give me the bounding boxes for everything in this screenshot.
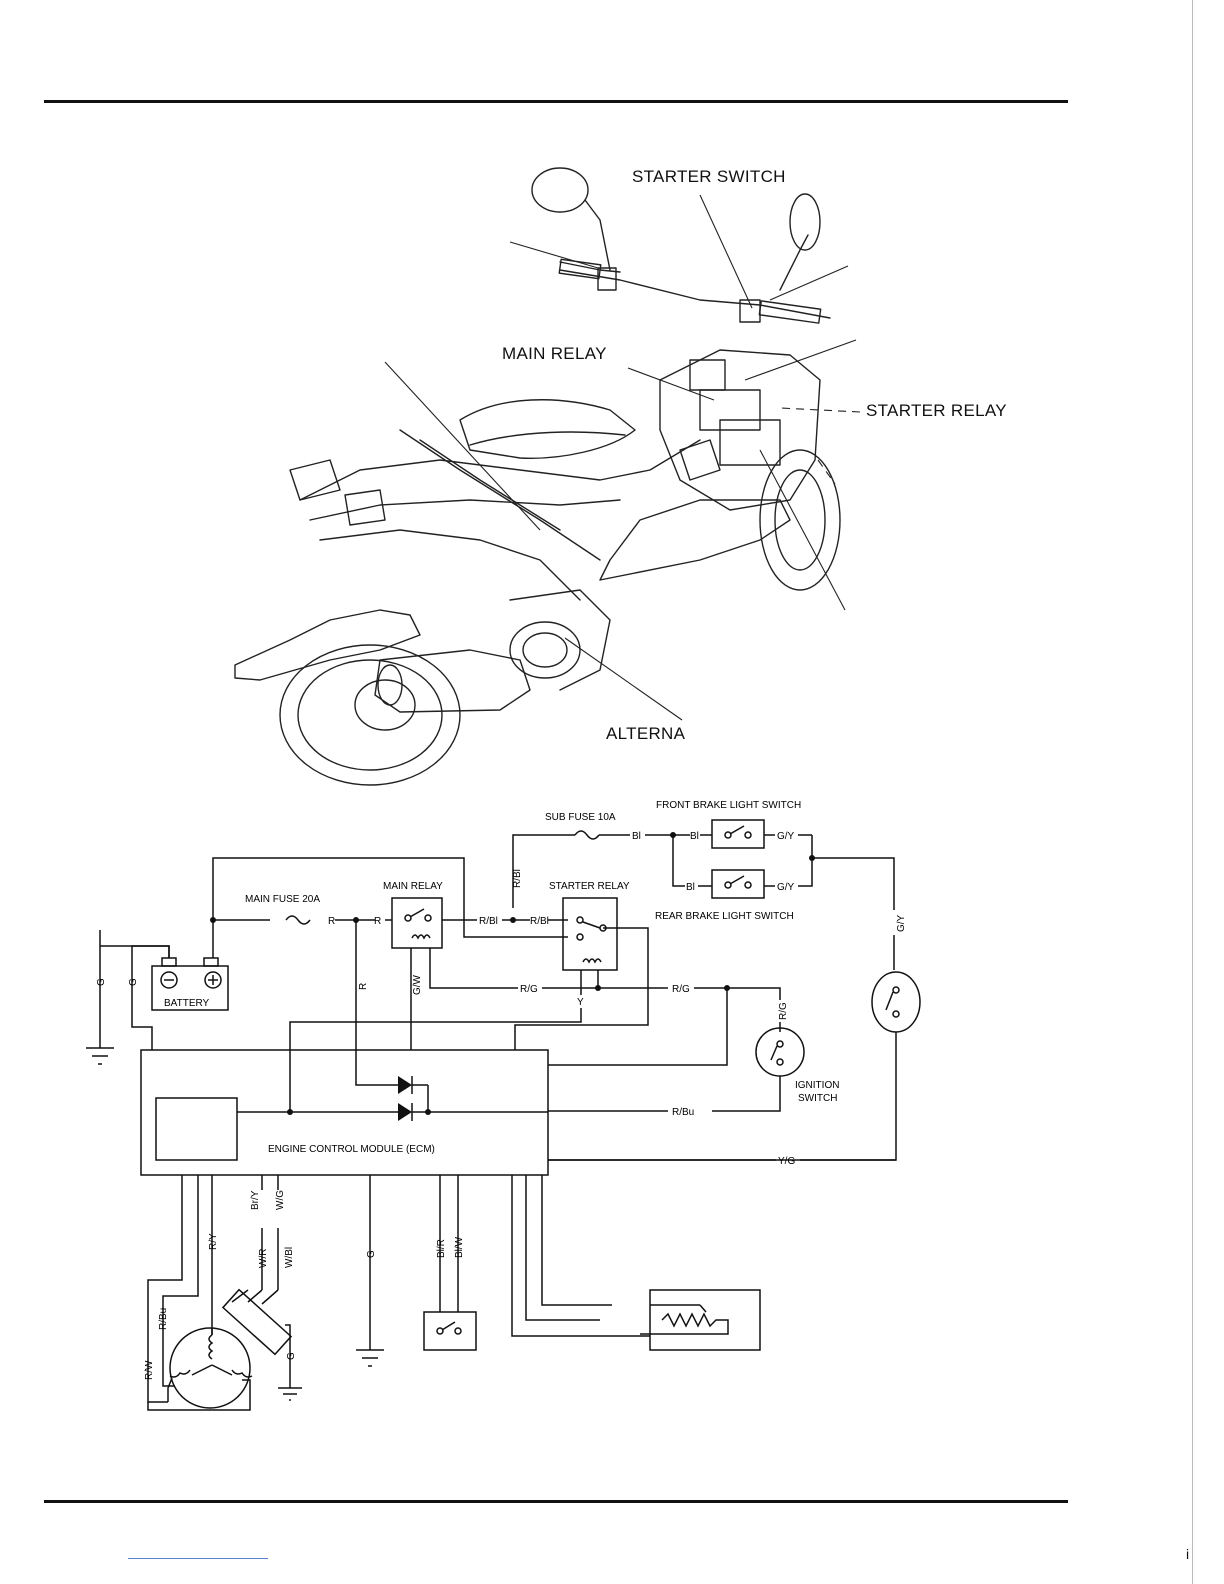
- wire-label-rw: R/W: [144, 1360, 155, 1380]
- wire-label-yg: Y/G: [778, 1156, 795, 1167]
- label-rear-brake-switch: REAR BRAKE LIGHT SWITCH: [655, 911, 794, 922]
- label-ecm: ENGINE CONTROL MODULE (ECM): [268, 1144, 435, 1155]
- label-front-brake-switch: FRONT BRAKE LIGHT SWITCH: [656, 800, 801, 811]
- ignition-switch-symbol: [712, 1027, 805, 1112]
- resistor-icon: [511, 1175, 761, 1351]
- scooter-illustration: [234, 167, 861, 786]
- wire-label-gy-vertical: G/Y: [896, 914, 907, 932]
- wire-label-gy-2: G/Y: [777, 882, 795, 893]
- callout-starter-switch: STARTER SWITCH: [632, 167, 786, 186]
- wire-label-r-3: R: [358, 983, 369, 990]
- diode-icon: [398, 1103, 412, 1121]
- wire-label-gy-1: G/Y: [777, 831, 795, 842]
- alternator-stator-icon: [167, 1327, 253, 1409]
- label-main-relay: MAIN RELAY: [383, 881, 443, 892]
- footer-rule: [44, 1500, 1068, 1503]
- wiring-schematic: FRONT BRAKE LIGHT SWITCH SUB FUSE 10A Bl…: [86, 800, 921, 1411]
- diode-icon: [398, 1076, 412, 1094]
- wire-label-rbu: R/Bu: [672, 1107, 694, 1118]
- page-corner-mark: i: [1186, 1546, 1190, 1562]
- wire-label-wbl: W/Bl: [284, 1247, 295, 1268]
- label-battery: BATTERY: [164, 998, 210, 1009]
- wire-label-bl-2: Bl: [690, 831, 699, 842]
- wire-label-bry: Br/Y: [250, 1190, 261, 1210]
- wire-label-rbu-2: R/Bu: [158, 1308, 169, 1330]
- brake-light-bulb: [548, 971, 921, 1161]
- wire-label-ry: R/Y: [208, 1233, 219, 1250]
- wire-label-g-1: G: [96, 978, 107, 986]
- wire-label-y: Y: [577, 997, 584, 1008]
- label-ignition-line1: IGNITION: [795, 1080, 839, 1091]
- wire-label-bl-1: Bl: [632, 831, 641, 842]
- battery-icon: [99, 920, 229, 1050]
- pulse-generator-icon: [221, 1288, 302, 1401]
- wire-label-blw: Bl/W: [454, 1236, 465, 1258]
- rear-wheel: [279, 644, 461, 786]
- wire-label-rg-2: R/G: [672, 984, 690, 995]
- main-circuit: [210, 857, 568, 938]
- ecm-box: [140, 1049, 668, 1176]
- wire-label-rbl-2: R/Bl: [530, 916, 549, 927]
- wire-label-rg-1: R/G: [520, 984, 538, 995]
- wire-label-blr: Bl/R: [436, 1239, 447, 1258]
- alternator-wiring: [147, 1175, 279, 1403]
- label-ignition-line2: SWITCH: [798, 1093, 837, 1104]
- callout-main-relay: MAIN RELAY: [502, 344, 607, 363]
- wire-label-r-1: R: [328, 916, 335, 927]
- relay-coil-icon: [582, 958, 602, 964]
- wire-label-g-4: G: [366, 1250, 377, 1258]
- main-relay-symbol: [391, 897, 443, 949]
- wire-label-wg: W/G: [275, 1190, 286, 1210]
- page-edge: [1192, 0, 1193, 1584]
- wire-label-rbl-1: R/Bl: [479, 916, 498, 927]
- wire-label-r-2: R: [374, 916, 381, 927]
- ground-symbol: [86, 1047, 114, 1065]
- label-main-fuse: MAIN FUSE 20A: [245, 894, 320, 905]
- relay-coil-icon: [411, 934, 431, 940]
- wire-label-gw: G/W: [412, 974, 423, 995]
- label-sub-fuse: SUB FUSE 10A: [545, 812, 616, 823]
- wire-label-rg-3: R/G: [778, 1002, 789, 1020]
- header-rule: [44, 100, 1068, 103]
- wire-label-bl-3: Bl: [686, 882, 695, 893]
- neutral-switch-symbol: [423, 1175, 477, 1351]
- starter-relay-symbol: [514, 897, 649, 1050]
- wire-label-wr: W/R: [258, 1249, 269, 1268]
- wire-label-rbl-vertical: R/Bl: [512, 869, 523, 888]
- footer-link-line: [128, 1558, 268, 1559]
- sub-fuse-circuit: [512, 819, 895, 970]
- wire-label-g-2: G: [128, 978, 139, 986]
- callout-alternator: ALTERNA: [606, 724, 686, 743]
- label-starter-relay: STARTER RELAY: [549, 881, 630, 892]
- wire-label-g-3: G: [286, 1352, 297, 1360]
- callout-starter-relay: STARTER RELAY: [866, 401, 1007, 420]
- rg-circuit: [429, 948, 781, 1066]
